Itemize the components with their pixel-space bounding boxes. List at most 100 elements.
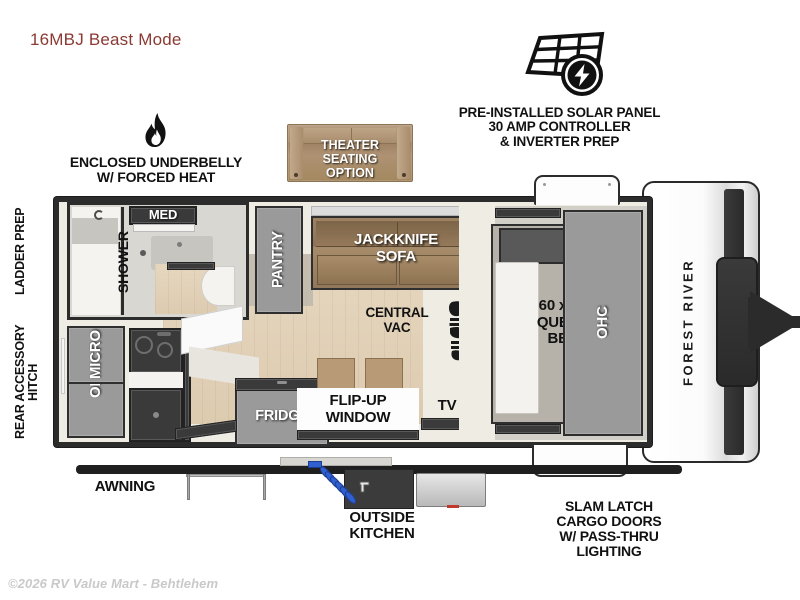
sofa-line-2: SOFA <box>375 247 417 265</box>
ottoman-left <box>317 358 355 392</box>
step-assembly <box>280 457 392 466</box>
central-vac-line-1: CENTRAL <box>365 305 429 320</box>
cooktop-controls <box>157 332 171 336</box>
theater-line-2: SEATING <box>322 152 378 166</box>
tv-label: TV <box>437 397 457 414</box>
sofa-back-seam <box>397 222 398 246</box>
flip-up-window-plate <box>297 388 419 430</box>
refrigerator-label: FRIDGE <box>255 408 309 425</box>
theater-foot-right <box>402 173 406 177</box>
bedroom-shelf-bottom <box>495 424 561 434</box>
theater-arm-left <box>290 127 303 179</box>
solar-line-1: PRE-INSTALLED SOLAR PANEL <box>458 105 661 120</box>
pantry: PANTRY <box>255 206 303 314</box>
flip-up-window-label: FLIP-UP WINDOW <box>297 392 419 426</box>
cargo-doors-line-3: W/ PASS-THRU <box>559 527 659 544</box>
outside-kitchen-griddle <box>416 473 486 507</box>
pantry-label: PANTRY <box>270 231 287 289</box>
bathroom-door-swing <box>201 266 235 306</box>
solar-line-3: & INVERTER PREP <box>499 133 620 149</box>
bathroom-wall-right <box>246 202 249 320</box>
hose-connector <box>308 461 322 468</box>
sofa-backrest <box>316 221 476 247</box>
central-vac-line-2: VAC <box>383 319 411 335</box>
label-rear-accessory-hitch: REAR ACCESSORY HITCH <box>13 324 41 440</box>
sofa-window <box>311 206 481 216</box>
flip-up-line-1: FLIP-UP <box>329 392 387 409</box>
theater-seam <box>351 128 352 144</box>
theater-arm-right <box>397 127 410 179</box>
sofa-cushion-left <box>317 255 397 285</box>
callout-underbelly-text: ENCLOSED UNDERBELLY W/ FORCED HEAT <box>46 155 266 185</box>
bathroom-fixture-dot <box>140 250 146 256</box>
shower-label-text: SHOWER <box>115 231 131 293</box>
shower-label: SHOWER <box>115 216 131 308</box>
solar-panel-icon <box>432 28 687 102</box>
theater-line-3: OPTION <box>326 166 374 180</box>
bedroom-walkway <box>459 206 495 440</box>
underbelly-line-2: W/ FORCED HEAT <box>96 168 216 185</box>
callout-solar-text: PRE-INSTALLED SOLAR PANEL 30 AMP CONTROL… <box>432 105 687 149</box>
theater-backrest <box>304 128 396 144</box>
shower-head <box>94 210 104 220</box>
sofa-line-1: JACKKNIFE <box>353 231 439 248</box>
overhead-cabinet-right: OHC <box>563 210 643 436</box>
central-vac-label: CENTRAL VAC <box>349 305 445 336</box>
awning-support-bar <box>186 474 266 477</box>
label-cargo-doors: SLAM LATCH CARGO DOORS W/ PASS-THRU LIGH… <box>524 499 694 559</box>
flame-icon <box>46 112 266 152</box>
cargo-doors-line-4: LIGHTING <box>576 542 642 559</box>
bedroom-shelf-top <box>495 208 561 218</box>
vanity-shelf <box>133 224 195 232</box>
page-title: 16MBJ Beast Mode <box>30 30 182 49</box>
exterior-window-rear <box>61 338 65 394</box>
outside-kitchen-line-2: KITCHEN <box>349 525 415 543</box>
a-frame-hitch-icon <box>744 287 800 357</box>
cargo-doors-line-1: SLAM LATCH <box>565 498 653 514</box>
ottoman-right <box>365 358 403 392</box>
shower-wall-panel <box>72 218 118 244</box>
awning-leg-left <box>187 474 190 500</box>
underbelly-line-1: ENCLOSED UNDERBELLY <box>69 154 243 170</box>
spray-nozzle-icon <box>358 479 374 495</box>
coach-interior: MED SHOWER OHC MICRO <box>59 202 647 446</box>
vanity-edge <box>167 262 215 270</box>
bathroom-wall-bottom <box>67 317 249 320</box>
toilet <box>77 262 107 298</box>
microwave-label: MICRO <box>86 330 104 380</box>
burner-front-left <box>135 336 153 354</box>
microwave: MICRO <box>67 326 125 384</box>
bed-mattress-pad <box>495 262 539 414</box>
bathroom-wall-top <box>67 202 249 205</box>
theater-seating-option: THEATER SEATING OPTION <box>287 124 413 182</box>
flip-up-line-2: WINDOW <box>325 408 391 426</box>
oven-knob <box>153 412 159 418</box>
burner-rear <box>157 342 173 358</box>
label-ladder-prep: LADDER PREP <box>13 207 27 295</box>
cargo-door-top[interactable] <box>534 175 620 205</box>
label-outside-kitchen: OUTSIDE KITCHEN <box>322 509 442 543</box>
flip-up-window-sill <box>297 430 419 440</box>
copyright-notice: ©2026 RV Value Mart - Behtlehem <box>8 576 219 591</box>
sink-drain <box>177 242 182 247</box>
kitchen-faucet <box>277 381 287 384</box>
callout-solar: PRE-INSTALLED SOLAR PANEL 30 AMP CONTROL… <box>432 28 687 149</box>
label-awning: AWNING <box>94 478 156 495</box>
counter-segment <box>129 372 183 390</box>
coach-body-outline: MED SHOWER OHC MICRO <box>54 197 652 447</box>
outside-kitchen-line-1: OUTSIDE <box>349 509 415 526</box>
theater-seating-label: THEATER SEATING OPTION <box>288 138 412 180</box>
cargo-doors-line-2: CARGO DOORS <box>556 512 662 529</box>
griddle-indicator <box>447 505 459 508</box>
bathroom-wall-left <box>67 202 70 320</box>
shower-divider <box>121 207 124 315</box>
solar-line-2: 30 AMP CONTROLLER <box>488 119 631 135</box>
medicine-cabinet: MED <box>129 206 197 225</box>
theater-line-1: THEATER <box>320 138 380 152</box>
awning-leg-right <box>263 474 266 500</box>
callout-underbelly: ENCLOSED UNDERBELLY W/ FORCED HEAT <box>46 112 266 185</box>
theater-foot-left <box>294 173 298 177</box>
jackknife-sofa-label: JACKKNIFE SOFA <box>317 231 475 265</box>
rv-floorplan-graphic: FOREST RIVER <box>54 175 800 509</box>
